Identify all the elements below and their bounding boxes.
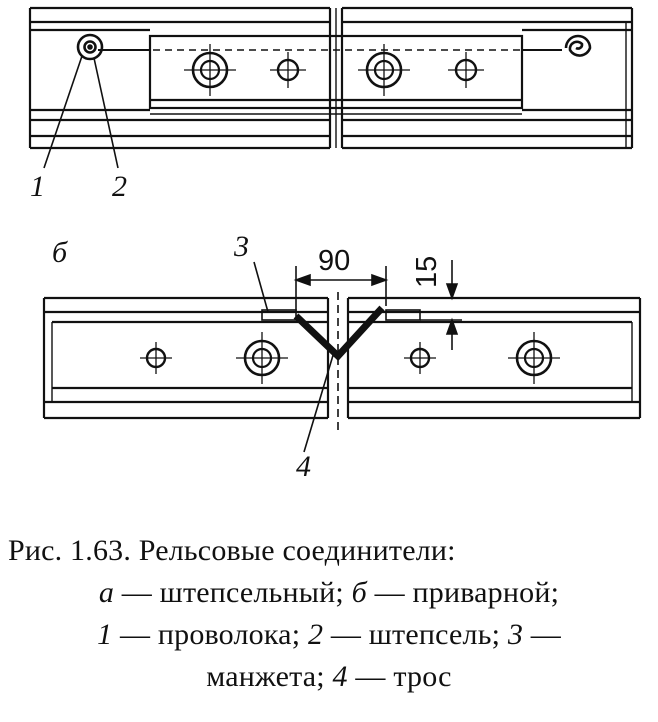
panel-b-right-rail xyxy=(346,296,642,420)
caption-key-3: 3 xyxy=(507,618,524,651)
label-3: 3 xyxy=(233,230,249,263)
plug-spiral-right xyxy=(564,34,592,57)
caption-line-3: 1 — проволока; 2 — штепсель; 3 — xyxy=(8,614,650,656)
bolt-large-b2 xyxy=(236,332,288,384)
caption-text-4: — трос xyxy=(347,660,452,693)
bolt-large-a3 xyxy=(358,44,410,96)
label-4: 4 xyxy=(296,450,311,483)
rail-connectors-diagram: 1 2 б 3 xyxy=(28,6,642,483)
caption-key-1: 1 xyxy=(97,618,113,651)
bolt-small-a2 xyxy=(270,52,306,88)
leader-3 xyxy=(253,261,269,313)
panel-a-joint-bar xyxy=(148,34,524,115)
caption-text-3b: манжета; xyxy=(206,660,333,693)
dimension-90 xyxy=(293,266,389,312)
bolt-large-b4 xyxy=(508,332,560,384)
panel-b xyxy=(42,260,642,453)
dimension-15-label: 15 xyxy=(411,256,443,288)
sleeve-left xyxy=(261,309,297,321)
caption-key-4: 4 xyxy=(332,660,348,693)
dimension-15 xyxy=(420,260,462,350)
caption-key-b: б xyxy=(351,576,367,609)
caption-text-a: — штепсельный; xyxy=(114,576,352,609)
caption-text-b: — приварной; xyxy=(366,576,560,609)
caption-title: Рис. 1.63. Рельсовые соединители: xyxy=(8,534,456,567)
leader-1 xyxy=(43,55,83,169)
sleeve-right xyxy=(385,309,421,321)
caption-text-2: — штепсель; xyxy=(323,618,508,651)
bolt-small-b3 xyxy=(404,342,436,374)
figure-caption: Рис. 1.63. Рельсовые соединители: а — шт… xyxy=(8,530,650,698)
bolt-small-a4 xyxy=(448,52,484,88)
label-2: 2 xyxy=(112,170,127,203)
label-1: 1 xyxy=(30,170,45,203)
cable-v xyxy=(293,305,385,361)
leader-2 xyxy=(93,57,119,169)
panel-a-left-rail xyxy=(28,6,337,150)
caption-key-2: 2 xyxy=(307,618,324,651)
bolt-small-b1 xyxy=(140,342,172,374)
plug-spiral-left xyxy=(76,33,104,61)
caption-text-3: — xyxy=(523,618,561,651)
caption-text-1: — проволока; xyxy=(112,618,308,651)
panel-a xyxy=(28,6,634,169)
caption-line-4: манжета; 4 — трос xyxy=(8,656,650,698)
dimension-90-label: 90 xyxy=(318,245,350,277)
leader-4 xyxy=(303,351,335,453)
panel-b-label: б xyxy=(52,236,68,269)
panel-b-left-rail xyxy=(42,296,330,420)
panel-a-right-rail xyxy=(340,6,634,150)
caption-line-2: а — штепсельный; б — приварной; xyxy=(8,572,650,614)
bolt-large-a1 xyxy=(184,44,236,96)
caption-key-a: а xyxy=(98,576,115,609)
